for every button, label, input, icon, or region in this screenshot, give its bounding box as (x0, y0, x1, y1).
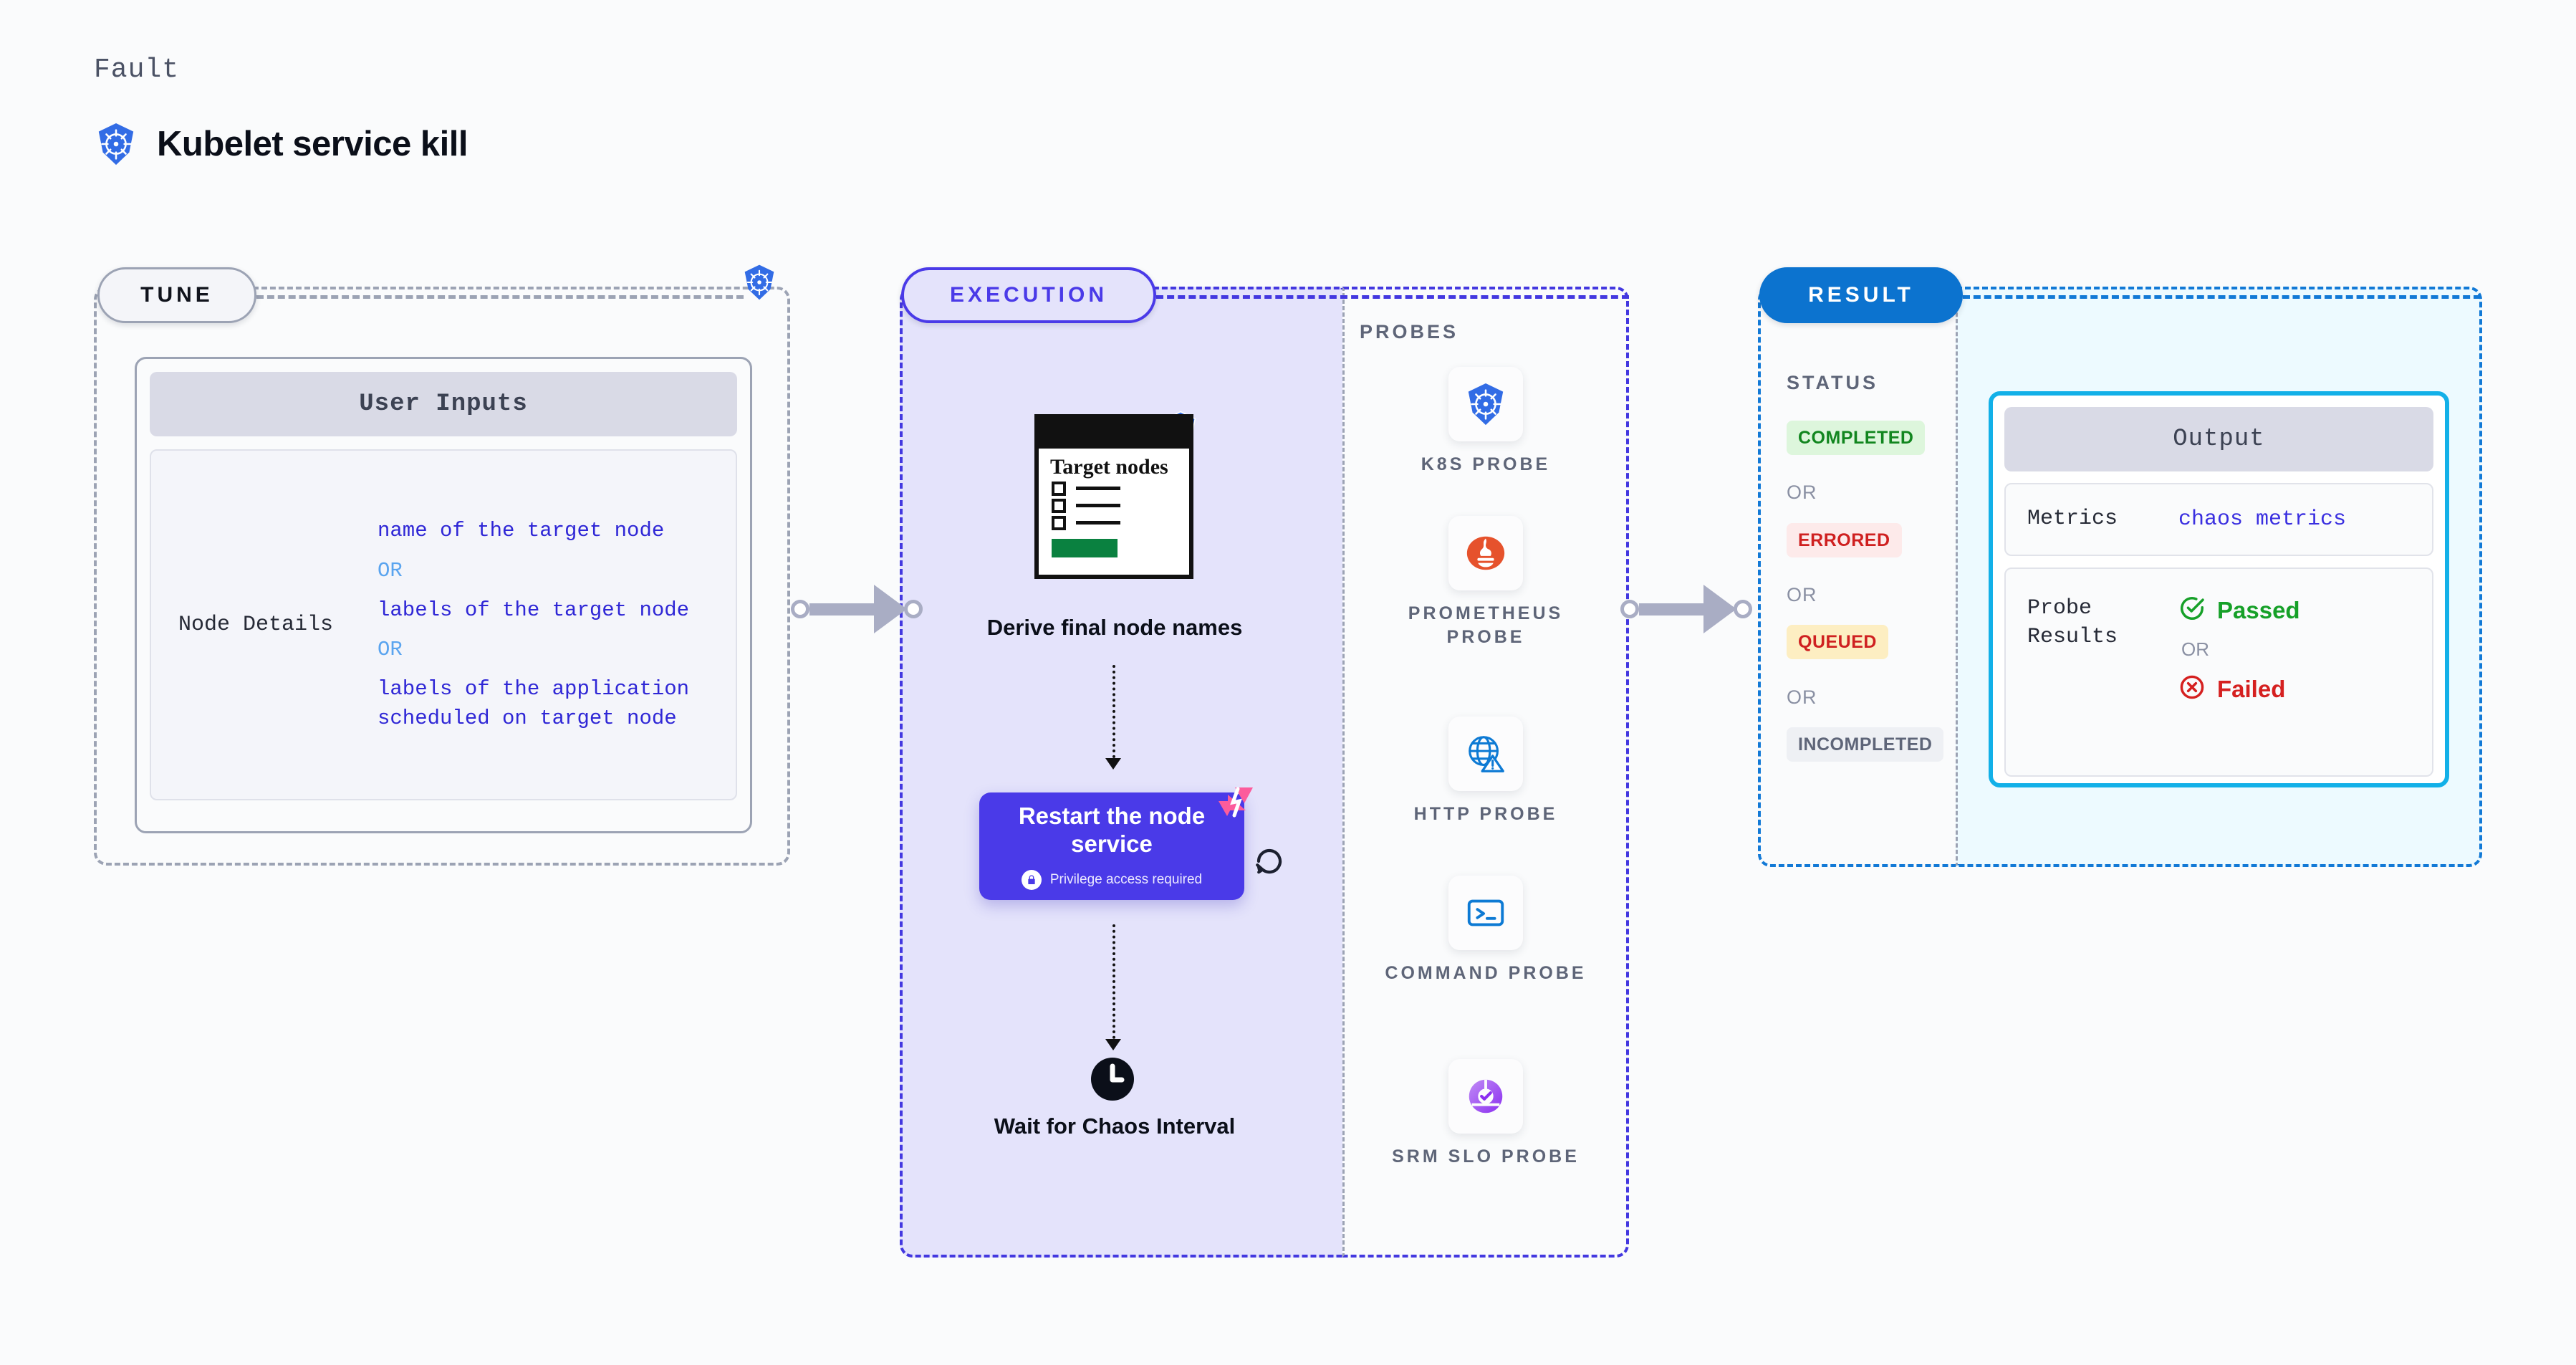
output-row-probe-results: Probe Results Passed OR (2004, 567, 2433, 777)
terminal-icon (1448, 876, 1523, 950)
progress-bar (1052, 538, 1118, 557)
probe-item-k8s[interactable]: K8S PROBE (1378, 367, 1593, 476)
connector-line (1112, 924, 1115, 1039)
result-header-line (1963, 295, 2481, 299)
probe-result-failed: Failed (2178, 674, 2300, 704)
connector-arrowhead (1703, 585, 1736, 633)
kubernetes-icon (1448, 367, 1523, 441)
status-badge-incompleted: INCOMPLETED (1787, 727, 1944, 762)
status-badge-errored: ERRORED (1787, 523, 1902, 557)
probe-results-values: Passed OR Failed (2178, 595, 2300, 704)
x-circle-icon (2178, 674, 2206, 704)
probe-item-prometheus[interactable]: PROMETHEUS PROBE (1378, 516, 1593, 649)
output-card-title: Output (2004, 407, 2433, 471)
probe-label: COMMAND PROBE (1385, 963, 1587, 983)
connector-endpoint (791, 600, 809, 618)
connector-endpoint (1620, 600, 1639, 618)
stage-pill-execution[interactable]: EXECUTION (901, 267, 1156, 323)
status-section-title: STATUS (1787, 372, 1878, 393)
input-value-1: labels of the target node (378, 598, 690, 622)
connector-line (1112, 665, 1115, 758)
user-inputs-body: Node Details name of the target node OR … (150, 449, 737, 800)
connector-execution-to-result (1620, 585, 1752, 633)
result-panel (1758, 287, 1959, 867)
status-or-2: OR (1787, 686, 1817, 708)
output-row-metrics: Metrics chaos metrics (2004, 483, 2433, 556)
step-node-restart-service[interactable]: Restart the node service Privilege acces… (979, 792, 1244, 900)
privilege-note-text: Privilege access required (1049, 871, 1203, 887)
target-nodes-row (1039, 479, 1189, 496)
step-label-derive-final-node-names: Derive final node names (986, 615, 1243, 640)
execution-header-line (1156, 295, 1629, 299)
connector-endpoint (1734, 600, 1752, 618)
target-nodes-titlebar (1039, 418, 1189, 449)
input-value-2: labels of the application scheduled on t… (378, 677, 690, 731)
globe-warning-icon (1448, 717, 1523, 791)
kubernetes-icon (94, 122, 138, 166)
probe-label: HTTP PROBE (1413, 804, 1558, 824)
srm-slo-icon (1448, 1059, 1523, 1134)
target-nodes-row (1039, 513, 1189, 530)
input-or-0: OR (378, 558, 403, 583)
list-line (1076, 504, 1120, 507)
probe-label: PROMETHEUS PROBE (1408, 603, 1564, 647)
list-line (1076, 521, 1120, 525)
connector-arrowhead (1105, 1039, 1121, 1050)
output-value-metrics[interactable]: chaos metrics (2178, 507, 2347, 532)
probe-result-failed-label: Failed (2217, 675, 2286, 702)
output-key-probe-results: Probe Results (2027, 596, 2118, 649)
status-badge-queued: QUEUED (1787, 625, 1888, 659)
stage-pill-result[interactable]: RESULT (1759, 267, 1963, 323)
stage-pill-tune[interactable]: TUNE (97, 267, 256, 323)
connector-tune-to-execution (791, 585, 923, 633)
probes-section-title: PROBES (1360, 321, 1459, 343)
connector-endpoint (904, 600, 923, 618)
probe-result-passed: Passed (2178, 595, 2300, 626)
probe-item-srm-slo[interactable]: SRM SLO PROBE (1378, 1059, 1593, 1169)
status-or-1: OR (1787, 584, 1817, 605)
page-title: Kubelet service kill (157, 125, 468, 163)
target-nodes-list-icon: Target nodes (1034, 414, 1193, 579)
input-values-node-details: name of the target node OR labels of the… (378, 516, 724, 733)
tune-header-line (256, 295, 744, 299)
input-key-node-details: Node Details (178, 613, 334, 637)
checkbox-icon (1052, 498, 1066, 513)
probe-item-http[interactable]: HTTP PROBE (1378, 717, 1593, 826)
check-circle-icon (2178, 595, 2206, 626)
probe-result-passed-label: Passed (2217, 596, 2300, 623)
target-nodes-card-title: Target nodes (1050, 455, 1168, 479)
refresh-icon (1252, 844, 1287, 882)
privilege-note: Privilege access required (1021, 869, 1203, 890)
user-inputs-title: User Inputs (150, 372, 737, 436)
checkbox-icon (1052, 481, 1066, 496)
list-line (1076, 487, 1120, 490)
user-inputs-card: User Inputs Node Details name of the tar… (135, 357, 752, 833)
probe-item-command[interactable]: COMMAND PROBE (1378, 876, 1593, 985)
checkbox-icon (1052, 515, 1066, 530)
step-label-wait-for-chaos-interval: Wait for Chaos Interval (994, 1113, 1236, 1139)
tune-panel (94, 287, 790, 866)
kubernetes-icon (741, 264, 778, 305)
probe-label: SRM SLO PROBE (1392, 1146, 1580, 1167)
page-eyebrow: Fault (94, 54, 180, 85)
chaos-fault-icon (1216, 785, 1254, 825)
lock-icon (1021, 869, 1042, 890)
input-value-0: name of the target node (378, 519, 665, 543)
connector-bar (1639, 603, 1705, 616)
probe-result-or: OR (2181, 638, 2209, 660)
step-label-restart-node-service: Restart the node service (1018, 803, 1206, 857)
page-title-row: Kubelet service kill (94, 122, 468, 166)
output-card: Output Metrics chaos metrics Probe Resul… (1989, 391, 2449, 787)
prometheus-icon (1448, 516, 1523, 590)
status-or-0: OR (1787, 482, 1817, 503)
clock-icon (1090, 1056, 1135, 1102)
probe-label: K8S PROBE (1421, 454, 1551, 474)
connector-bar (809, 603, 875, 616)
target-nodes-row (1039, 496, 1189, 513)
input-or-1: OR (378, 638, 403, 661)
output-key-metrics: Metrics (2027, 507, 2118, 532)
status-badge-completed: COMPLETED (1787, 421, 1926, 455)
connector-arrowhead (874, 585, 907, 633)
connector-arrowhead (1105, 758, 1121, 770)
